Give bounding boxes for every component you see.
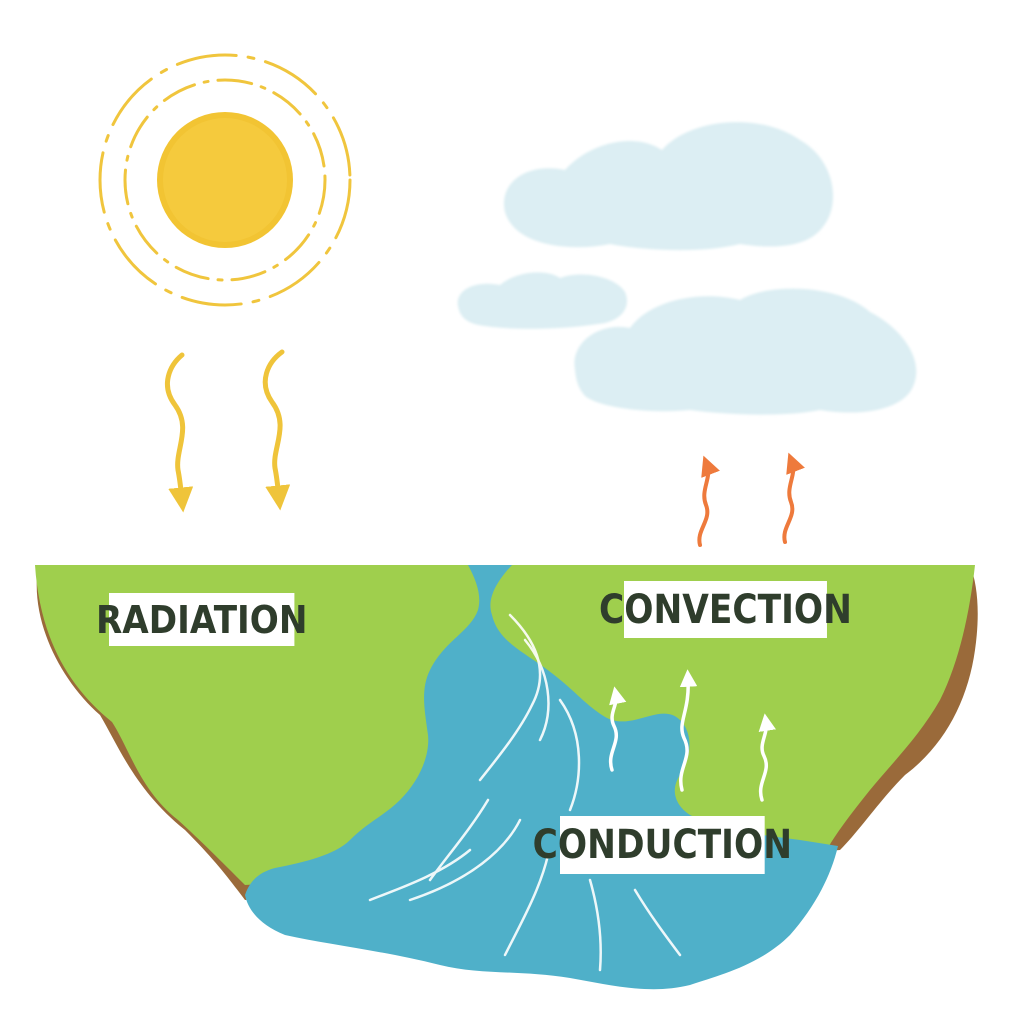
- convection-arrow-1: [697, 455, 720, 547]
- flow-line: [588, 878, 602, 972]
- conduction-arrow-3: [758, 713, 776, 802]
- convection-label: CONVECTION: [599, 581, 852, 638]
- sun-glow: [163, 118, 287, 242]
- flow-line: [633, 888, 682, 957]
- cloud-small: [457, 272, 627, 329]
- cloud-icon: [457, 122, 917, 415]
- cloud-top: [503, 122, 834, 251]
- conduction-arrow-1: [608, 686, 627, 772]
- sun-ray-inner: [123, 78, 327, 282]
- radiation-arrows: [164, 349, 291, 513]
- flow-line: [368, 848, 472, 902]
- sun-icon: [98, 53, 352, 307]
- convection-arrow-2: [782, 452, 805, 544]
- radiation-arrow-1: [164, 352, 194, 513]
- conduction-arrow-2: [679, 669, 698, 792]
- radiation-arrow-2: [262, 349, 291, 511]
- radiation-label: RADIATION: [96, 593, 307, 646]
- flow-line: [523, 638, 550, 742]
- conduction-arrows: [608, 669, 776, 802]
- sun-ray-outer: [98, 53, 352, 307]
- convection-arrows: [697, 452, 805, 547]
- flow-line: [408, 818, 522, 902]
- water: [245, 565, 838, 990]
- water-flow-lines: [368, 613, 682, 972]
- flow-line: [478, 613, 542, 782]
- conduction-label: CONDUCTION: [533, 816, 792, 874]
- flow-line: [503, 853, 550, 957]
- cloud-bottom: [574, 288, 917, 415]
- flow-line: [558, 698, 581, 812]
